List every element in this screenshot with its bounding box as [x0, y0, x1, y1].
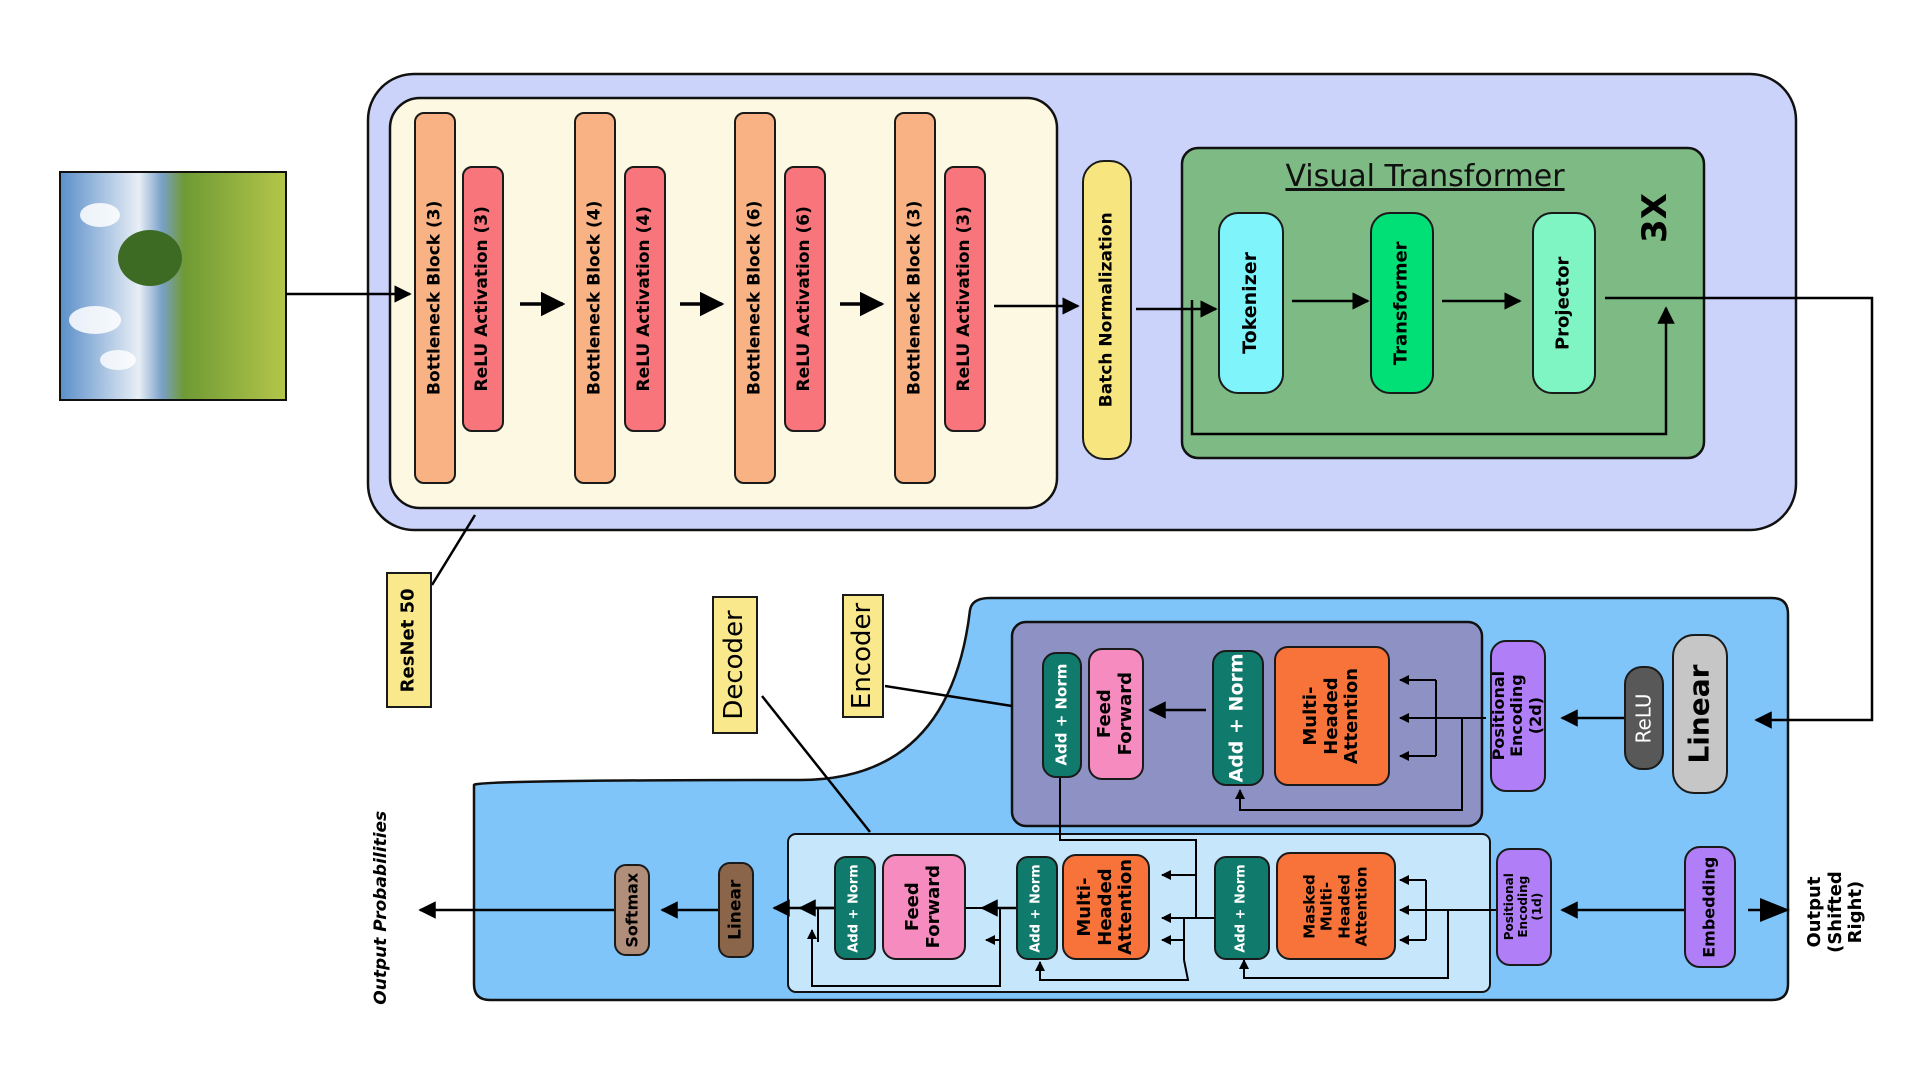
relu-activation-3: ReLU Activation (6): [784, 166, 826, 432]
projector-block: Projector: [1532, 212, 1596, 394]
batch-normalization: Batch Normalization: [1082, 160, 1132, 460]
encoder-linear: Linear: [1672, 634, 1728, 794]
bottleneck-block-1: Bottleneck Block (3): [414, 112, 456, 484]
decoder-add-norm-2: Add + Norm: [1016, 856, 1058, 960]
input-image: [59, 171, 287, 401]
decoder-multi-headed-attention: Multi-Headed Attention: [1062, 854, 1150, 960]
bottleneck-block-2: Bottleneck Block (4): [574, 112, 616, 484]
relu-activation-2: ReLU Activation (4): [624, 166, 666, 432]
encoder-tag: Encoder: [842, 594, 884, 718]
encoder-add-norm-1: Add + Norm: [1042, 652, 1082, 778]
decoder-softmax: Softmax: [614, 864, 650, 956]
decoder-positional-encoding: Positional Encoding (1d): [1496, 848, 1552, 966]
tokenizer-block: Tokenizer: [1218, 212, 1284, 394]
decoder-masked-multi-headed-attention: Masked Multi-Headed Attention: [1276, 852, 1396, 960]
output-shifted-right-label: Output (Shifted Right): [1803, 871, 1867, 953]
bottleneck-block-4: Bottleneck Block (3): [894, 112, 936, 484]
relu-activation-4: ReLU Activation (3): [944, 166, 986, 432]
decoder-add-norm-3: Add + Norm: [1214, 856, 1270, 960]
resnet-50-tag: ResNet 50: [386, 572, 432, 708]
encoder-multi-headed-attention: Multi-Headed Attention: [1274, 646, 1390, 786]
bottleneck-block-3: Bottleneck Block (6): [734, 112, 776, 484]
decoder-linear: Linear: [718, 862, 754, 958]
encoder-relu: ReLU: [1624, 666, 1664, 770]
decoder-add-norm-1: Add + Norm: [834, 856, 876, 960]
decoder-tag: Decoder: [712, 596, 758, 734]
visual-transformer-title: Visual Transformer: [1285, 158, 1565, 194]
repeat-count: 3X: [1635, 193, 1675, 243]
decoder-feed-forward: Feed Forward: [882, 854, 966, 960]
transformer-block: Transformer: [1370, 212, 1434, 394]
encoder-feed-forward: Feed Forward: [1088, 648, 1144, 780]
encoder-positional-encoding: Positional Encoding (2d): [1489, 640, 1546, 792]
relu-activation-1: ReLU Activation (3): [462, 166, 504, 432]
output-probabilities-label: Output Probabilities: [371, 811, 392, 1005]
decoder-embedding: Embedding: [1684, 846, 1736, 968]
encoder-add-norm-2: Add + Norm: [1212, 650, 1264, 786]
